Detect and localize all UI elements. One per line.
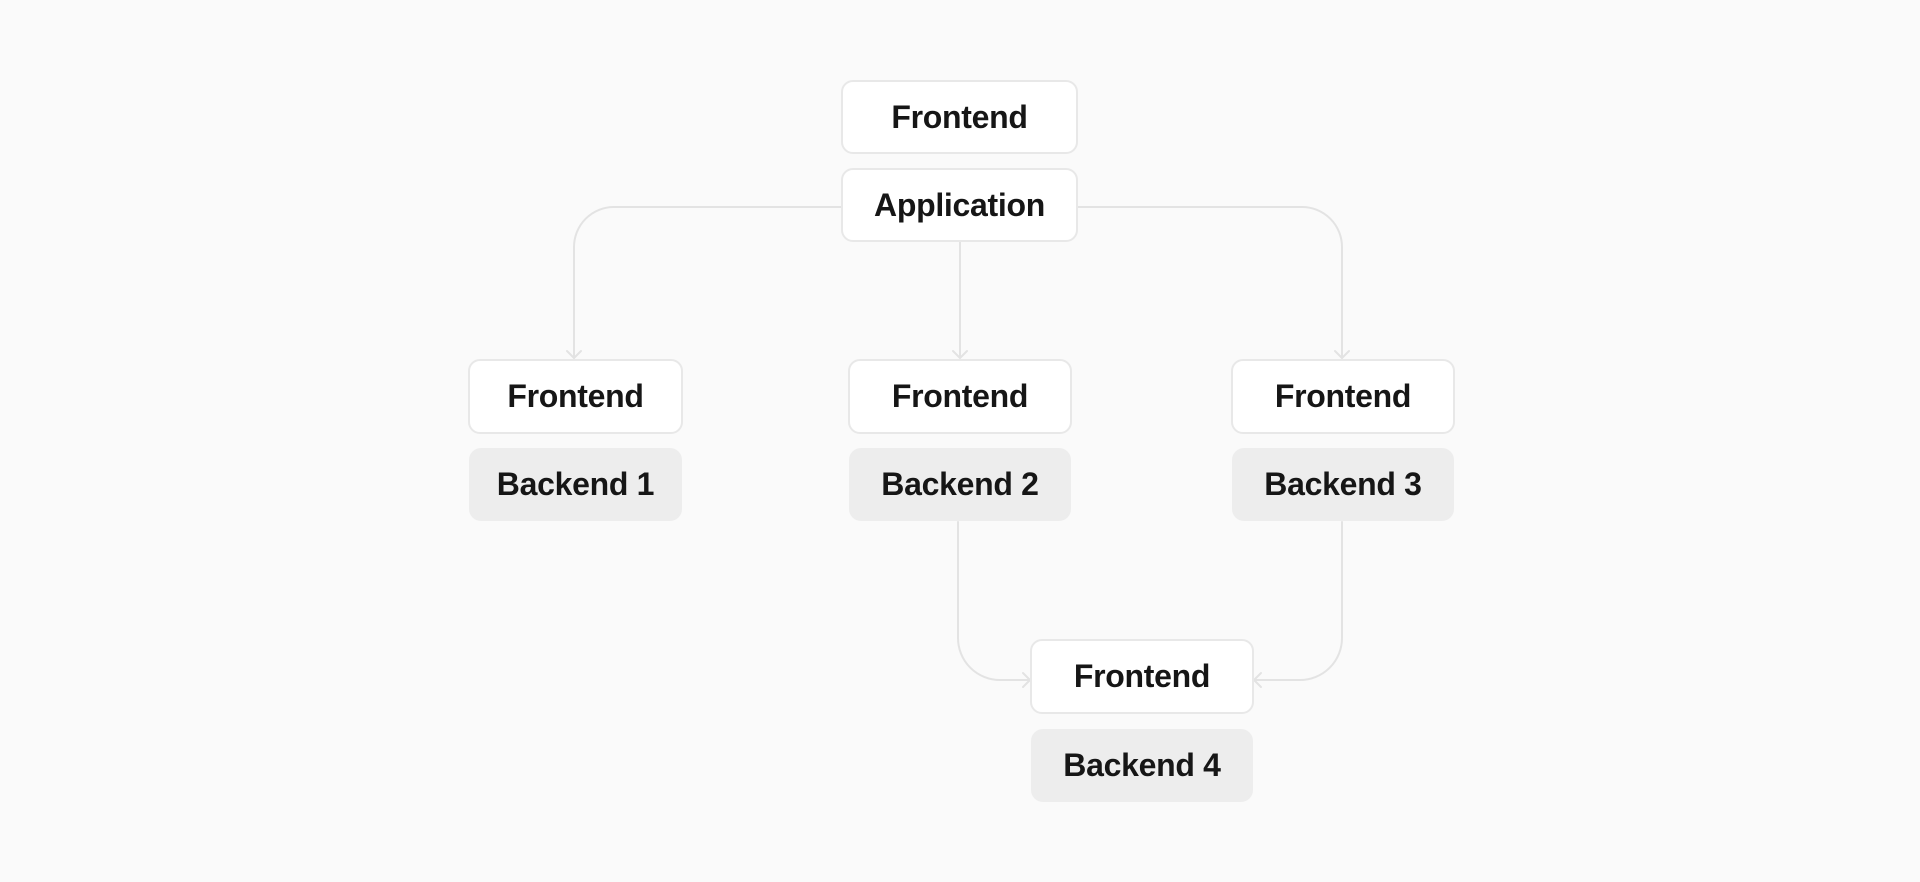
backend-1-node: Backend 1	[469, 448, 682, 521]
backend-3-node: Backend 3	[1232, 448, 1454, 521]
left-frontend-node: Frontend	[468, 359, 683, 434]
backend-4-node: Backend 4	[1031, 729, 1253, 802]
arrowhead-right	[1334, 350, 1350, 359]
arrowhead-left	[566, 350, 582, 359]
backend-3-label: Backend 3	[1264, 466, 1422, 502]
backend-1-label: Backend 1	[496, 466, 655, 502]
top-frontend-label: Frontend	[891, 98, 1028, 135]
bottom-frontend-label: Frontend	[1073, 658, 1211, 694]
arrowhead-bottom-right	[1253, 672, 1262, 688]
connector-backend2-to-bottom	[957, 521, 1031, 681]
backend-2-node: Backend 2	[849, 448, 1071, 521]
right-frontend-label: Frontend	[1274, 378, 1412, 414]
application-label: Application	[874, 186, 1045, 223]
arrowhead-center	[952, 350, 968, 359]
connector-application-to-right	[1077, 206, 1343, 359]
backend-4-label: Backend 4	[1063, 747, 1221, 783]
backend-2-label: Backend 2	[881, 466, 1039, 502]
connector-backend3-to-bottom	[1253, 521, 1343, 681]
left-frontend-label: Frontend	[507, 378, 644, 414]
center-frontend-label: Frontend	[891, 378, 1029, 414]
top-frontend-node: Frontend	[841, 80, 1078, 154]
application-node: Application	[841, 168, 1078, 242]
center-frontend-node: Frontend	[848, 359, 1072, 434]
connector-application-to-left	[573, 206, 842, 359]
right-frontend-node: Frontend	[1231, 359, 1455, 434]
bottom-frontend-node: Frontend	[1030, 639, 1254, 714]
